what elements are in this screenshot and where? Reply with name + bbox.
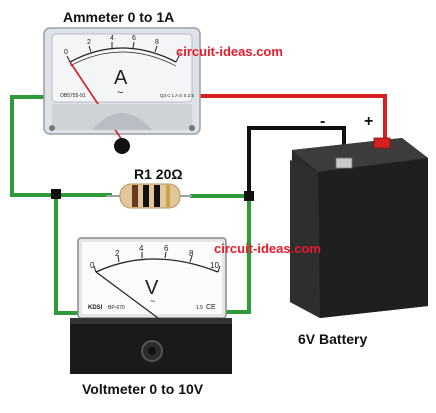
- ammeter-scale-0: 0: [64, 49, 68, 56]
- ammeter-icon: 0 2 4 6 8 1 A ~ OB5755-91 Q3 C L A S S 2…: [43, 27, 201, 154]
- watermark-top: circuit-ideas.com: [176, 44, 283, 59]
- voltmeter-scale-6: 6: [164, 244, 169, 253]
- voltmeter-class: 1.5: [196, 305, 203, 311]
- voltmeter-scale-2: 2: [115, 249, 120, 258]
- junction-right: [244, 191, 254, 201]
- battery-negative-terminal: [335, 157, 353, 169]
- wire-green-voltmeter-left: [54, 195, 78, 315]
- junction-left: [51, 189, 61, 199]
- positive-label: +: [364, 113, 373, 130]
- wire-green-ammeter-left: [10, 95, 112, 197]
- voltmeter-icon: 0 2 4 6 8 10 V ~ KDSI BP-670 1.5 CE: [70, 237, 232, 374]
- ammeter-symbol: A: [114, 67, 128, 89]
- voltmeter-ce-mark: CE: [206, 304, 216, 311]
- voltmeter-scale-10: 10: [210, 261, 219, 270]
- ammeter-scale-2: 2: [87, 39, 91, 46]
- voltmeter-needle: [95, 271, 159, 319]
- ammeter-brand: Q3 C L A S S 2.5: [160, 93, 194, 98]
- voltmeter-brand: KDSI: [88, 305, 103, 311]
- resistor-icon: [106, 183, 192, 209]
- voltmeter-label: Voltmeter 0 to 10V: [82, 381, 204, 397]
- battery-positive-terminal: [373, 137, 391, 149]
- voltmeter-scale-8: 8: [189, 249, 194, 258]
- voltmeter-scale-4: 4: [139, 244, 144, 253]
- negative-label: -: [320, 113, 325, 130]
- battery-icon: [290, 137, 428, 318]
- ammeter-label: Ammeter 0 to 1A: [63, 9, 174, 25]
- watermark-middle: circuit-ideas.com: [214, 241, 321, 256]
- ammeter-scale-6: 6: [132, 35, 136, 42]
- voltmeter-symbol: V: [145, 277, 159, 299]
- battery-label: 6V Battery: [298, 331, 367, 347]
- ammeter-scale-8: 8: [155, 39, 159, 46]
- resistor-label: R1 20Ω: [134, 166, 183, 182]
- ammeter-model: OB5755-91: [60, 93, 86, 99]
- voltmeter-scale-0: 0: [90, 261, 95, 270]
- voltmeter-model: BP-670: [108, 305, 125, 311]
- ammeter-subsymbol: ~: [117, 87, 123, 99]
- ammeter-scale-1: 1: [178, 49, 182, 56]
- voltmeter-subsymbol: ~: [150, 296, 155, 306]
- ammeter-scale-4: 4: [110, 35, 114, 42]
- ammeter-zero-knob: [114, 138, 130, 154]
- wire-red-positive: [200, 94, 387, 142]
- wire-green-voltmeter-right: [226, 196, 251, 314]
